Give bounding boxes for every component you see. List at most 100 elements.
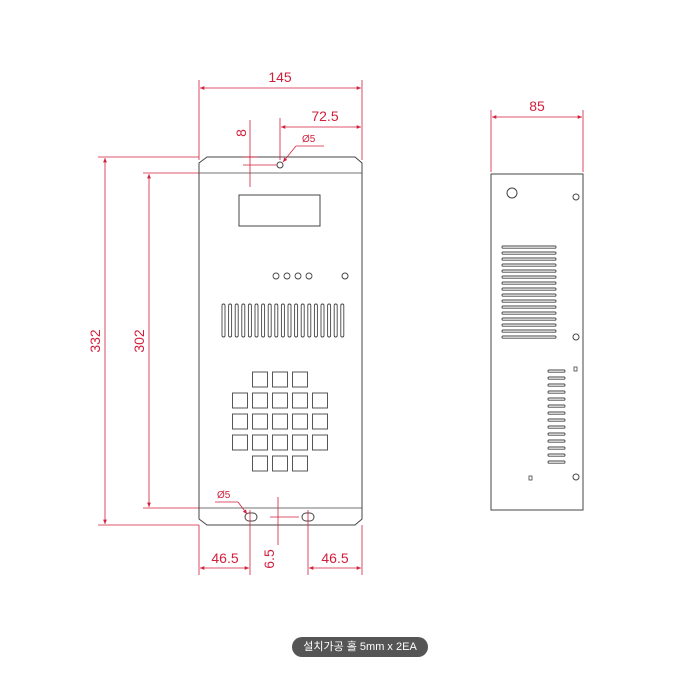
dimension-bottom-gap-label: 6.5 [261, 549, 277, 569]
side-vent-slot [547, 404, 566, 408]
side-vent-slot [501, 263, 557, 267]
indicator-led [272, 272, 280, 280]
vent-slot [261, 303, 266, 338]
front-view: 145 72.5 8 Ø5 332 [87, 69, 363, 575]
dimension-top-offset-label: 8 [233, 129, 249, 137]
side-vent-slot [547, 411, 566, 415]
side-lower-vent-grille [547, 369, 566, 464]
side-vent-slot [547, 369, 566, 373]
front-panel-outline [198, 156, 363, 526]
side-panel-outline [490, 173, 584, 511]
keypad-key [312, 434, 328, 451]
vent-slot [333, 303, 338, 338]
keypad-key [292, 455, 308, 472]
dimension-depth-label: 85 [529, 98, 545, 114]
front-vent-grille [221, 303, 345, 338]
side-vent-slot [501, 293, 557, 297]
keypad-key [272, 434, 288, 451]
dimension-half-width: 72.5 [279, 108, 361, 160]
side-screw-bottom [572, 473, 580, 481]
keypad-key [232, 392, 248, 409]
side-vent-slot [547, 425, 566, 429]
vent-slot [340, 303, 345, 338]
vent-slot [280, 303, 285, 338]
side-screw-top [572, 193, 580, 201]
side-vent-slot [501, 281, 557, 285]
bottom-slot-hole-left [244, 512, 258, 522]
vent-slot [247, 303, 252, 338]
dimension-hole-top-label: Ø5 [302, 134, 316, 145]
dimension-hole-bottom-label: Ø5 [217, 490, 231, 501]
vent-slot [313, 303, 318, 338]
top-mounting-hole [276, 161, 284, 169]
dimension-inner-height-label: 302 [131, 329, 147, 353]
side-vent-slot [547, 432, 566, 436]
side-vent-slot [501, 311, 557, 315]
vent-slot [287, 303, 292, 338]
keypad-key [272, 392, 288, 409]
side-vent-slot [501, 323, 557, 327]
keypad-key [252, 392, 268, 409]
vent-slot [228, 303, 233, 338]
keypad-key [312, 413, 328, 430]
vent-slot [307, 303, 312, 338]
keypad-key [252, 413, 268, 430]
dimension-top-offset: 8 [233, 120, 277, 187]
side-vent-slot [501, 275, 557, 279]
side-upper-vent-grille [501, 245, 557, 339]
side-screw-middle [572, 333, 580, 341]
indicator-led [283, 272, 291, 280]
indicator-led [305, 272, 313, 280]
dimension-bottom-right-label: 46.5 [321, 550, 348, 566]
side-small-slot-upper [573, 366, 578, 372]
keypad-key [312, 392, 328, 409]
keypad-key [272, 455, 288, 472]
side-vent-slot [547, 383, 566, 387]
caption-badge: 설치가공 홀 5mm x 2EA [292, 637, 428, 657]
dimension-inner-height: 302 [131, 172, 199, 509]
side-vent-slot [501, 317, 557, 321]
dimension-hole-top: Ø5 [282, 134, 324, 163]
dimension-total-height: 332 [87, 156, 199, 526]
keypad-key [252, 434, 268, 451]
keypad-key [232, 434, 248, 451]
dimension-total-height-label: 332 [87, 329, 103, 353]
side-vent-slot [501, 269, 557, 273]
side-vent-slot [547, 453, 566, 457]
side-vent-slot [547, 446, 566, 450]
keypad-key [292, 392, 308, 409]
dimension-total-width: 145 [198, 69, 363, 160]
indicator-leds [272, 272, 313, 280]
side-vent-slot [501, 251, 557, 255]
vent-slot [327, 303, 332, 338]
dimension-depth: 85 [490, 98, 584, 172]
side-vent-slot [547, 439, 566, 443]
dimension-hole-bottom: Ø5 [215, 490, 248, 515]
side-vent-slot [501, 245, 557, 249]
vent-slot [234, 303, 239, 338]
status-led [341, 272, 349, 280]
dimension-half-width-label: 72.5 [311, 108, 338, 124]
side-vent-slot [501, 299, 557, 303]
side-vent-slot [501, 257, 557, 261]
keypad-key [252, 455, 268, 472]
side-vent-slot [501, 305, 557, 309]
side-vent-slot [547, 390, 566, 394]
keypad-key [292, 371, 308, 388]
vent-slot [267, 303, 272, 338]
keypad-key [292, 434, 308, 451]
side-view: 85 [490, 98, 584, 511]
dimension-bottom-left-label: 46.5 [211, 550, 238, 566]
vent-slot [254, 303, 259, 338]
side-vent-slot [547, 376, 566, 380]
keypad-key [252, 371, 268, 388]
side-small-slot-lower [528, 475, 533, 481]
keypad-key [272, 413, 288, 430]
side-vent-slot [547, 397, 566, 401]
side-vent-slot [501, 287, 557, 291]
display-window [238, 194, 321, 227]
keypad-key [292, 413, 308, 430]
vent-slot [241, 303, 246, 338]
side-vent-slot [501, 329, 557, 333]
